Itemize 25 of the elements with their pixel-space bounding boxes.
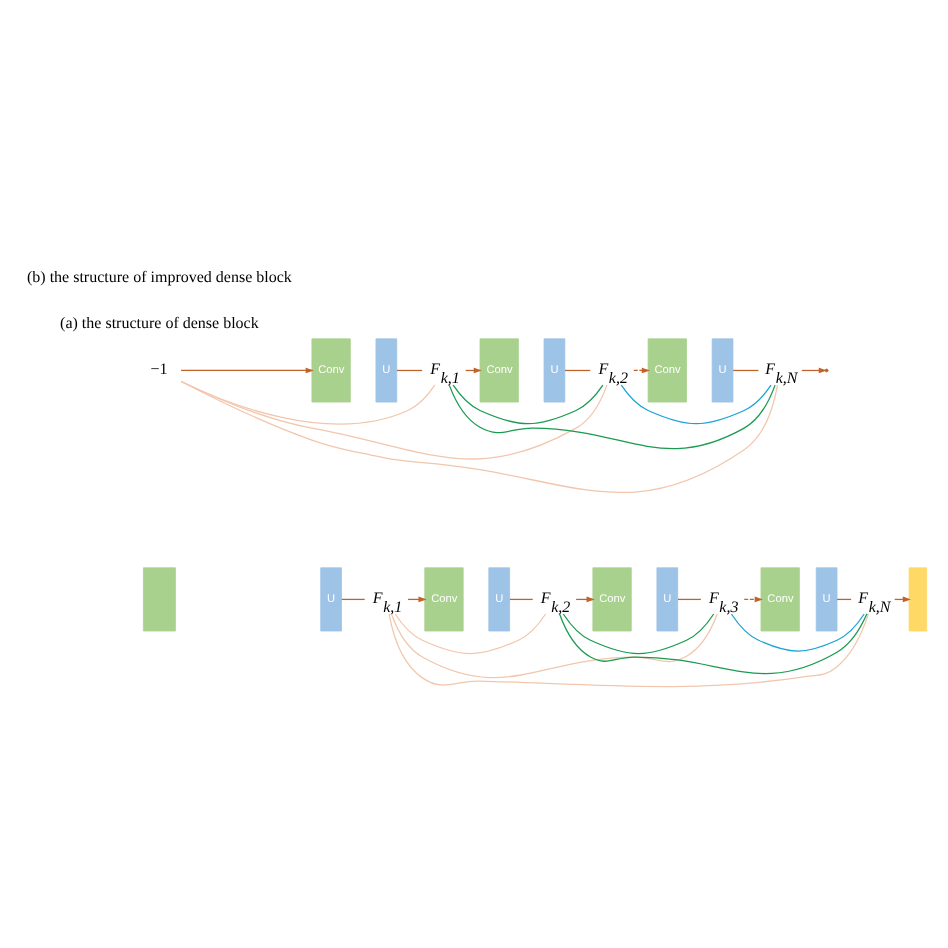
connector (341, 597, 366, 600)
node-box (143, 566, 176, 631)
connector (732, 368, 759, 371)
connector (558, 612, 868, 674)
connector (394, 612, 547, 654)
connector (452, 383, 604, 424)
connector (180, 379, 608, 459)
connector (564, 368, 591, 371)
connector (180, 379, 779, 493)
connector (562, 612, 715, 654)
label: (a) the structure of dense block (60, 313, 259, 332)
connector (390, 612, 718, 678)
connector (448, 383, 776, 449)
arrow (633, 366, 650, 373)
arrow (743, 595, 763, 602)
arrow (180, 366, 314, 373)
connector (388, 612, 869, 687)
label: (b) the structure of improved dense block (27, 266, 292, 285)
node-text: −1 (150, 359, 168, 378)
connector (620, 383, 772, 424)
connector (509, 597, 534, 600)
connector (396, 368, 423, 371)
connector (677, 597, 702, 600)
node-box (908, 566, 928, 631)
connector (730, 612, 865, 651)
